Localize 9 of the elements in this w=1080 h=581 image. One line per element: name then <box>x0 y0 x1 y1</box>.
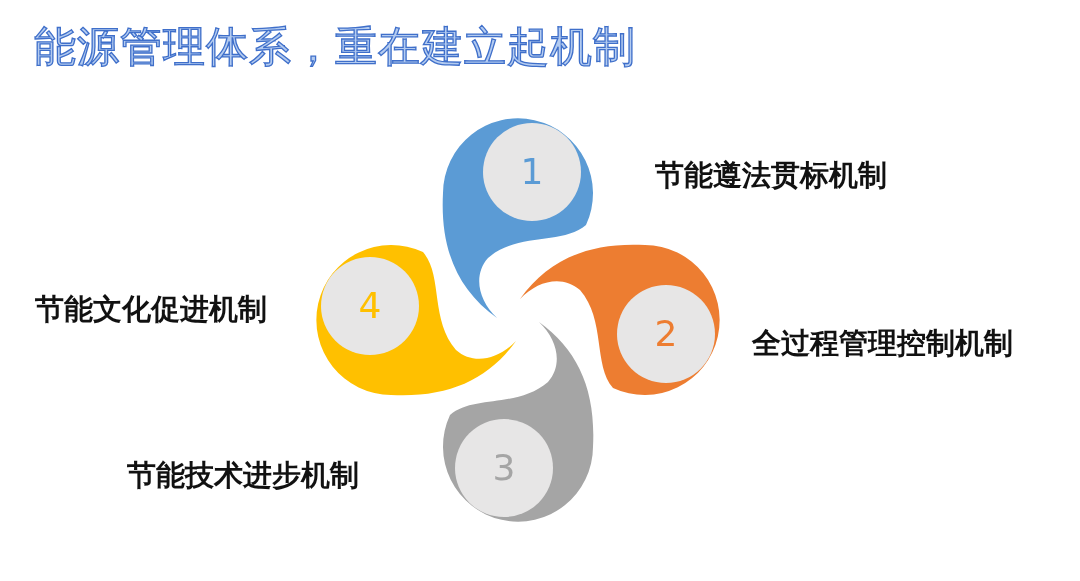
step-label: 全过程管理控制机制 <box>752 325 1013 361</box>
step-label: 节能遵法贯标机制 <box>655 157 887 193</box>
step-number: 2 <box>654 314 678 354</box>
step-label: 节能文化促进机制 <box>35 291 267 327</box>
step-number: 1 <box>520 152 544 192</box>
step-number: 4 <box>358 286 382 326</box>
step-number: 3 <box>492 448 516 488</box>
step-label: 节能技术进步机制 <box>127 457 359 493</box>
title: 能源管理体系，重在建立起机制 <box>34 21 636 73</box>
